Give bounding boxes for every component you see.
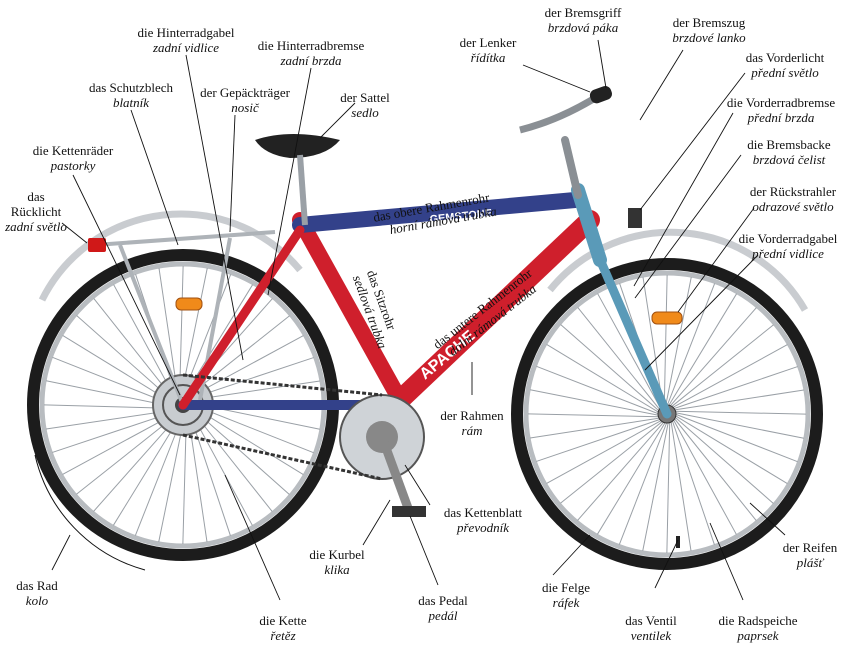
spoke xyxy=(671,325,774,407)
label-kettenblatt: das Kettenblattpřevodník xyxy=(444,505,522,535)
label-ruecklicht: dasRücklichtzadní světlo xyxy=(5,189,67,234)
spoke xyxy=(530,418,660,438)
spoke xyxy=(528,414,659,417)
pedal xyxy=(392,506,426,517)
spoke xyxy=(674,418,756,521)
spoke xyxy=(560,421,663,503)
spoke xyxy=(675,411,806,414)
spoke xyxy=(664,275,667,406)
front-light xyxy=(628,208,642,228)
spoke xyxy=(536,366,659,414)
spoke xyxy=(667,422,670,553)
label-reifen: der Reifenplášť xyxy=(783,540,838,570)
front-reflector xyxy=(652,312,682,324)
rear-reflector xyxy=(176,298,202,310)
spoke xyxy=(667,283,715,406)
spoke xyxy=(671,421,691,551)
handlebar xyxy=(520,95,600,130)
stem xyxy=(565,140,578,195)
spoke xyxy=(675,414,798,462)
spoke xyxy=(674,390,804,410)
spoke xyxy=(597,422,665,534)
spoke xyxy=(619,422,667,545)
rear-light xyxy=(88,238,106,252)
spoke xyxy=(675,415,787,483)
